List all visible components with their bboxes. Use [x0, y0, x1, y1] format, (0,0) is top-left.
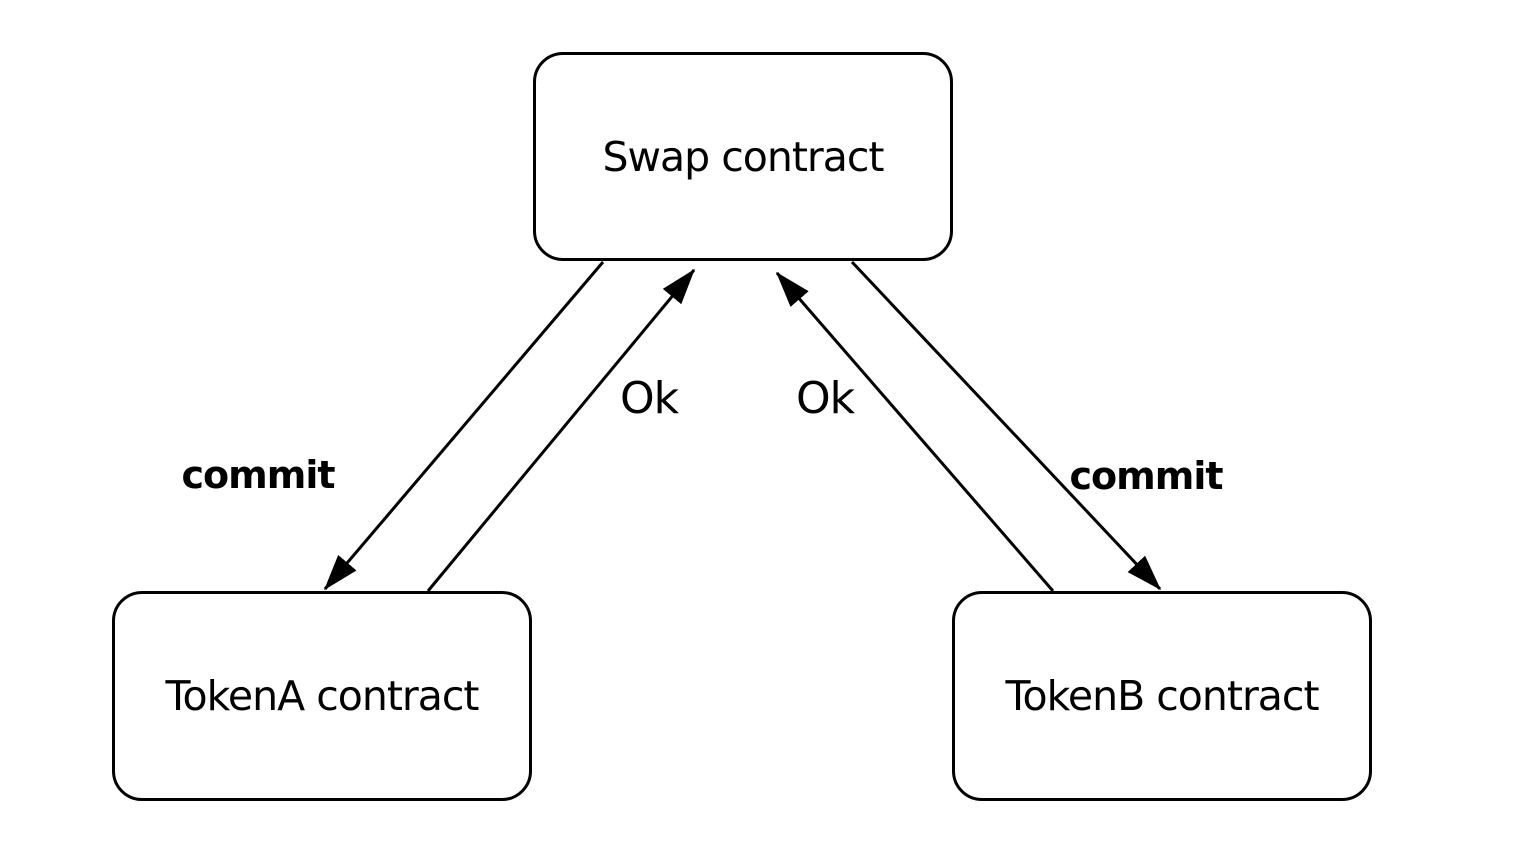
edge-label-commit-left: commit — [181, 453, 335, 497]
node-tokenb-contract-label: TokenB contract — [1005, 672, 1319, 720]
arrow-ok-tokenb-to-swap — [775, 271, 1055, 592]
node-tokena-contract: TokenA contract — [112, 591, 532, 801]
edge-label-commit-right: commit — [1069, 454, 1223, 498]
arrow-ok-tokena-to-swap — [426, 268, 696, 592]
node-swap-contract: Swap contract — [533, 52, 953, 261]
node-tokenb-contract: TokenB contract — [952, 591, 1372, 801]
arrow-commit-swap-to-tokenb — [850, 260, 1162, 591]
node-tokena-contract-label: TokenA contract — [165, 672, 479, 720]
node-swap-contract-label: Swap contract — [602, 132, 884, 181]
arrow-commit-swap-to-tokena — [323, 261, 605, 591]
edge-label-ok-left: Ok — [619, 373, 679, 424]
edge-label-ok-right: Ok — [795, 373, 855, 424]
